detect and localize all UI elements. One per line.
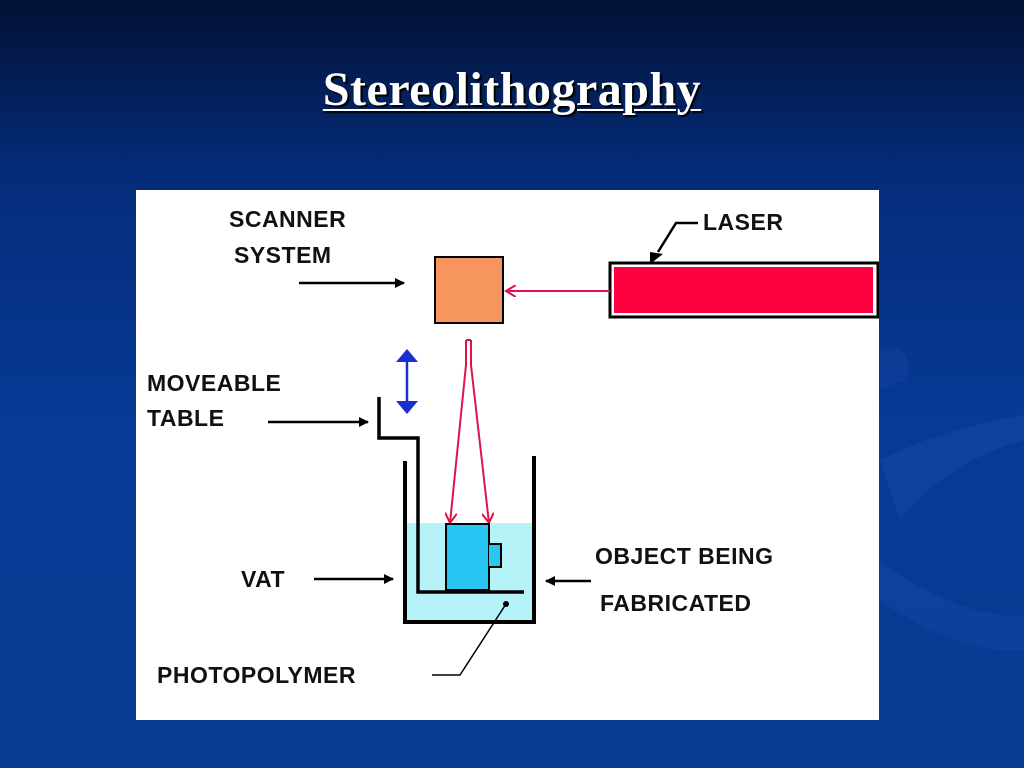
moveable-table: [377, 397, 524, 594]
label-scanner-line1: SCANNER: [229, 206, 346, 232]
stereolithography-diagram: SCANNER SYSTEM LASER MOVEABLE TABLE: [136, 190, 879, 720]
table-motion-arrow-down: [396, 401, 418, 414]
fabricated-object: [445, 523, 490, 591]
photopolymer-leader-line: [432, 603, 507, 676]
slide-title: Stereolithography: [322, 63, 702, 116]
vat-walls: [403, 456, 536, 624]
label-scanner-line2: SYSTEM: [234, 242, 332, 268]
laser-body: [614, 267, 873, 313]
scan-beam-right: [470, 340, 489, 523]
photopolymer-leader-dot: [503, 601, 509, 607]
label-vat: VAT: [241, 566, 285, 592]
scan-beam-left: [450, 340, 467, 523]
laser-leader-line: [656, 221, 698, 253]
label-photopolymer: PHOTOPOLYMER: [157, 662, 356, 688]
label-object-line2: FABRICATED: [600, 590, 752, 616]
label-object-line1: OBJECT BEING: [595, 543, 774, 569]
label-moveable-line1: MOVEABLE: [147, 370, 281, 396]
diagram-canvas: SCANNER SYSTEM LASER MOVEABLE TABLE: [147, 206, 879, 688]
table-motion-arrow-up: [396, 349, 418, 362]
laser-leader-arrowhead: [650, 252, 663, 264]
label-laser: LASER: [703, 209, 783, 235]
scanner-box: [434, 256, 504, 324]
fabricated-object-handle: [489, 543, 502, 568]
label-moveable-line2: TABLE: [147, 405, 224, 431]
